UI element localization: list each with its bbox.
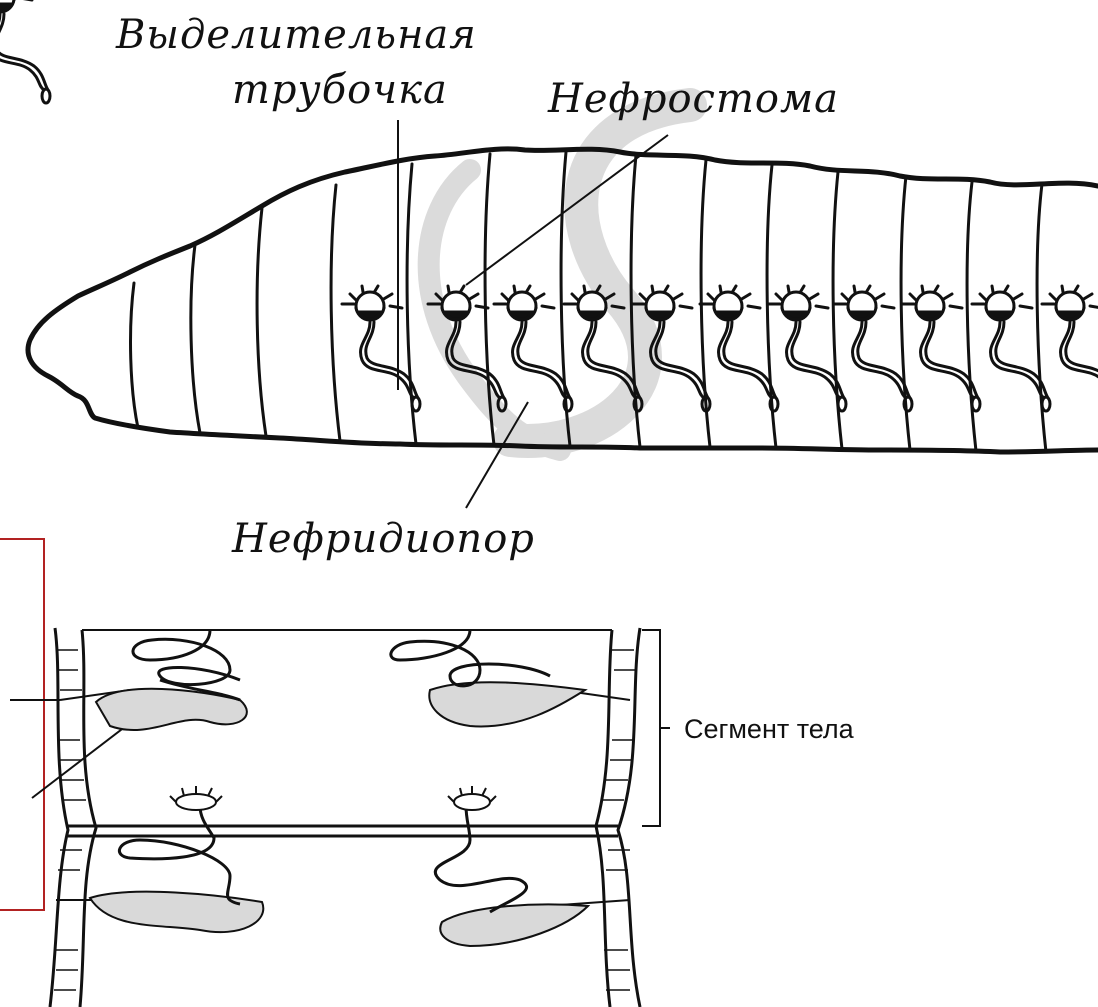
segment-bracket xyxy=(642,630,670,826)
excretory-tube-label-line1: Выделительная xyxy=(115,12,477,58)
nephridium xyxy=(0,0,50,103)
nephridia-row xyxy=(0,0,1098,411)
nephrostome-label: Нефростома xyxy=(547,76,839,122)
left-wall-inner xyxy=(80,630,96,1007)
excretory-tube-label-line2: трубочка xyxy=(232,67,448,113)
coiled-tubes xyxy=(119,630,550,912)
nephridium-bladders xyxy=(90,682,588,946)
red-frame xyxy=(0,539,44,910)
nephridiopore-label: Нефридиопор xyxy=(231,516,535,562)
segment-detail xyxy=(50,628,640,1007)
septum xyxy=(68,826,618,836)
body-segment-label: Сегмент тела xyxy=(684,714,855,744)
funnels xyxy=(170,786,496,810)
